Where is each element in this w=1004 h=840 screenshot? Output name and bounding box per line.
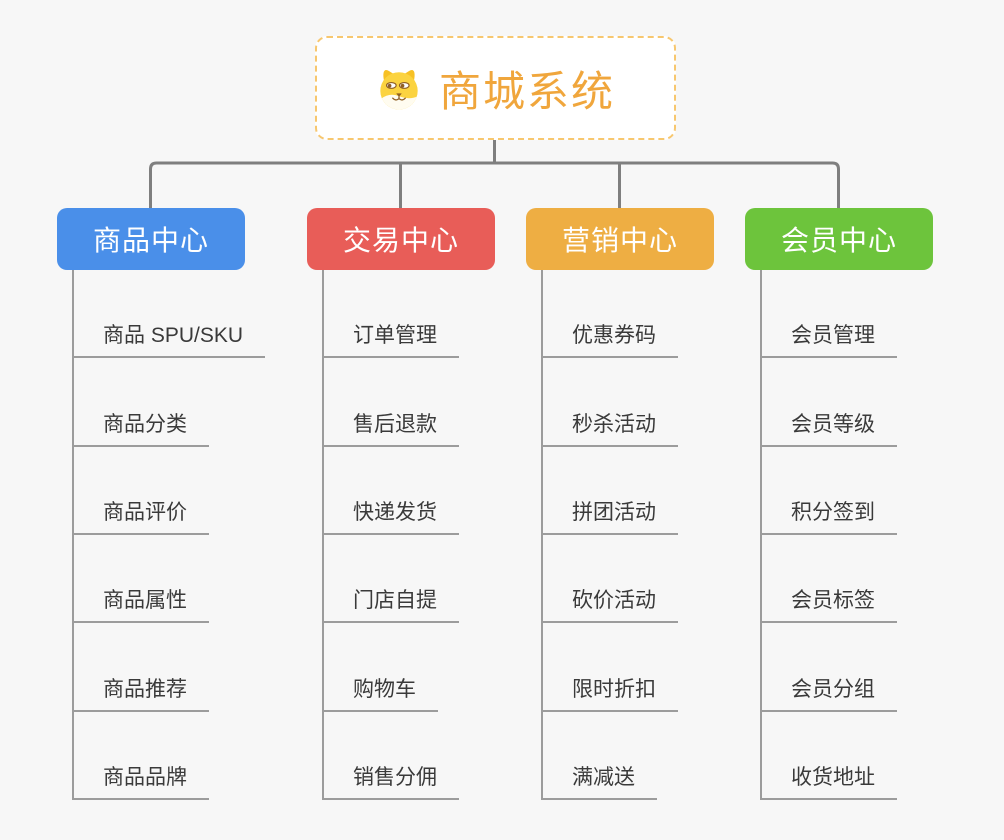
tree-node-item[interactable]: 商品评价 [74, 447, 209, 535]
branch-header-marketing-center[interactable]: 营销中心 [526, 208, 714, 270]
item-label: 会员分组 [791, 677, 875, 701]
dog-left-eye [385, 81, 397, 89]
tree-node-item[interactable]: 砍价活动 [543, 535, 678, 624]
item-label: 商品分类 [103, 412, 187, 436]
item-label: 快递发货 [353, 500, 437, 524]
item-label: 商品 SPU/SKU [103, 324, 244, 348]
tree-node-item[interactable]: 满减送 [543, 712, 657, 800]
tree-node-item[interactable]: 销售分佣 [324, 712, 459, 800]
branch-header-trade-center[interactable]: 交易中心 [307, 208, 495, 270]
branch-items-trade-center: 订单管理 售后退款 快递发货 门店自提 购物车 销售分佣 [322, 270, 459, 800]
tree-node-item[interactable]: 订单管理 [324, 270, 459, 359]
dog-nose [396, 93, 402, 97]
item-label: 会员标签 [791, 589, 875, 613]
item-label: 商品属性 [103, 589, 187, 613]
shiba-dog-icon [380, 69, 418, 110]
tree-node-item[interactable]: 限时折扣 [543, 623, 678, 712]
item-label: 商品品牌 [103, 765, 187, 789]
tree-node-item[interactable]: 快递发货 [324, 447, 459, 535]
tree-node-item[interactable]: 积分签到 [762, 447, 897, 535]
tree-node-item[interactable]: 收货地址 [762, 712, 897, 800]
item-label: 销售分佣 [353, 765, 437, 789]
branch-items-product-center: 商品 SPU/SKU 商品分类 商品评价 商品属性 商品推荐 商品品牌 [72, 270, 266, 800]
tree-node-item[interactable]: 售后退款 [324, 358, 459, 447]
item-label: 购物车 [353, 677, 416, 701]
item-label: 拼团活动 [572, 500, 656, 524]
tree-node-item[interactable]: 商品属性 [74, 535, 209, 624]
root-title: 商城系统 [438, 67, 615, 115]
tree-node-item[interactable]: 商品 SPU/SKU [74, 270, 266, 359]
tree-node-item[interactable]: 秒杀活动 [543, 358, 678, 447]
item-label: 订单管理 [353, 324, 437, 348]
branch-rail-line [149, 161, 840, 208]
item-label: 售后退款 [353, 412, 437, 436]
tree-node-item[interactable]: 商品分类 [74, 358, 209, 447]
tree-node-item[interactable]: 会员标签 [762, 535, 897, 624]
item-label: 限时折扣 [572, 677, 656, 701]
item-label: 收货地址 [791, 765, 875, 789]
item-label: 优惠券码 [572, 324, 656, 348]
tree-node-item[interactable]: 商品品牌 [74, 712, 209, 800]
branch-items-marketing-center: 优惠券码 秒杀活动 拼团活动 砍价活动 限时折扣 满减送 [541, 270, 678, 800]
item-label: 会员等级 [791, 412, 875, 436]
tree-node-item[interactable]: 门店自提 [324, 535, 459, 624]
dog-right-eye [398, 81, 410, 89]
tree-node-item[interactable]: 会员管理 [762, 270, 897, 359]
branch-items-member-center: 会员管理 会员等级 积分签到 会员标签 会员分组 收货地址 [760, 270, 897, 800]
root-node[interactable]: 商城系统 [315, 36, 676, 140]
tree-node-item[interactable]: 拼团活动 [543, 447, 678, 535]
tree-node-item[interactable]: 会员分组 [762, 623, 897, 712]
item-label: 商品评价 [103, 500, 187, 524]
item-label: 商品推荐 [103, 677, 187, 701]
item-label: 满减送 [572, 765, 635, 789]
tree-node-item[interactable]: 会员等级 [762, 358, 897, 447]
tree-node-item[interactable]: 优惠券码 [543, 270, 678, 359]
branch-header-member-center[interactable]: 会员中心 [745, 208, 933, 270]
branch-header-product-center[interactable]: 商品中心 [57, 208, 245, 270]
tree-node-item[interactable]: 购物车 [324, 623, 438, 712]
item-label: 会员管理 [791, 324, 875, 348]
item-label: 积分签到 [791, 500, 875, 524]
item-label: 门店自提 [353, 589, 437, 613]
item-label: 砍价活动 [572, 589, 656, 613]
item-label: 秒杀活动 [572, 412, 656, 436]
tree-node-item[interactable]: 商品推荐 [74, 623, 209, 712]
dog-mouth [392, 95, 406, 101]
